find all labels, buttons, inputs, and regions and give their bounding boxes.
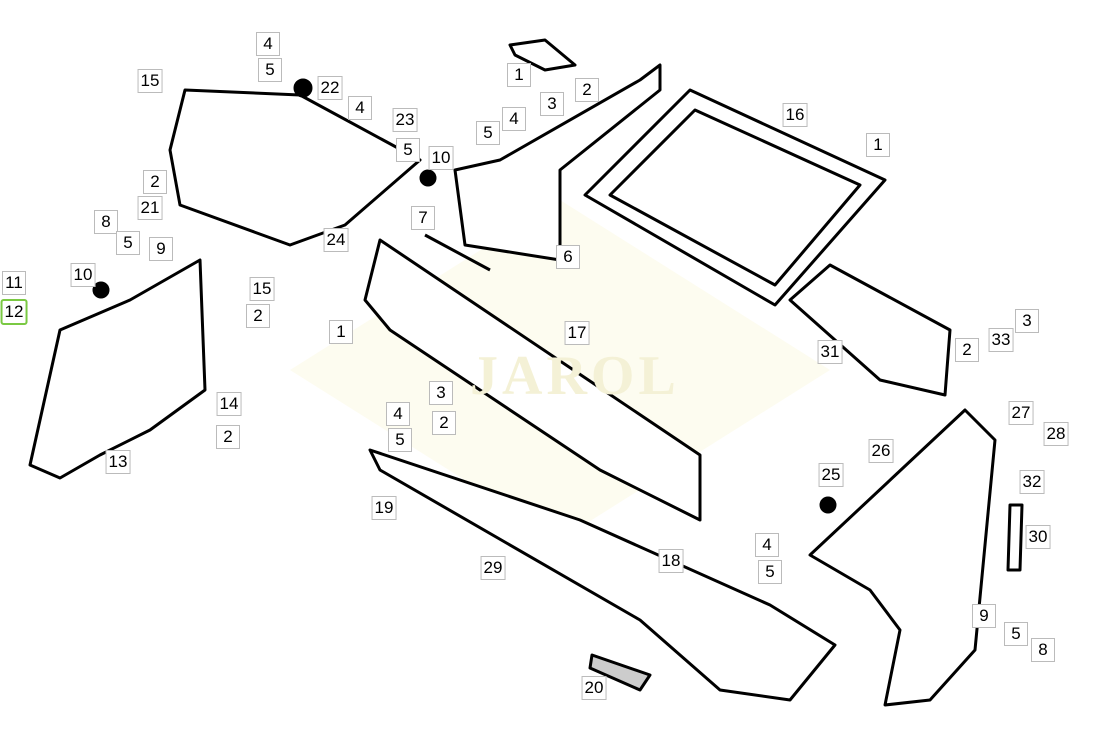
callout-label[interactable]: 5 [258,58,282,82]
part-29-floor [368,448,837,702]
callout-label[interactable]: 2 [216,425,240,449]
callout-label[interactable]: 28 [1043,422,1069,446]
callout-label[interactable]: 4 [386,402,410,426]
callout-label[interactable]: 3 [540,92,564,116]
callout-label[interactable]: 11 [2,271,26,295]
callout-label[interactable]: 3 [429,381,453,405]
callout-label[interactable]: 32 [1019,470,1045,494]
callout-label[interactable]: 1 [866,133,890,157]
callout-label[interactable]: 5 [396,138,420,162]
callout-label[interactable]: 10 [428,146,454,170]
callout-label[interactable]: 2 [432,411,456,435]
callout-label[interactable]: 4 [502,107,526,131]
part-16-frame-inner [608,108,862,287]
callout-label[interactable]: 26 [868,439,894,463]
callout-label[interactable]: 1 [507,63,531,87]
callout-label[interactable]: 6 [556,245,580,269]
watermark: JAROL [470,345,680,407]
callout-label[interactable]: 9 [972,604,996,628]
part-20-grille [588,653,652,692]
part-31-duct [788,263,952,397]
callout-label[interactable]: 20 [581,676,607,700]
callout-label[interactable]: 15 [249,277,275,301]
callout-label[interactable]: 27 [1008,401,1034,425]
part-10-grommet [92,281,110,299]
callout-label[interactable]: 29 [480,556,506,580]
callout-label[interactable]: 18 [658,549,684,573]
part-7-strip [424,233,491,272]
part-10-grommet-2 [419,169,437,187]
callout-label[interactable]: 24 [323,228,349,252]
callout-label[interactable]: 7 [411,206,435,230]
part-30-strip [1006,503,1024,572]
callout-label[interactable]: 15 [137,69,163,93]
callout-label[interactable]: 4 [348,96,372,120]
callout-label[interactable]: 19 [371,496,397,520]
callout-label[interactable]: 2 [575,78,599,102]
callout-label[interactable]: 8 [94,210,118,234]
callout-label[interactable]: 3 [1015,309,1039,333]
callout-label[interactable]: 17 [564,321,590,345]
callout-label[interactable]: 25 [818,463,844,487]
callout-label[interactable]: 21 [137,196,163,220]
callout-label[interactable]: 22 [317,76,343,100]
callout-label[interactable]: 31 [817,340,843,364]
callout-label[interactable]: 16 [782,103,808,127]
callout-label[interactable]: 33 [988,328,1014,352]
callout-label[interactable]: 5 [758,560,782,584]
callout-label[interactable]: 2 [143,170,167,194]
callout-label[interactable]: 2 [955,338,979,362]
callout-label[interactable]: 5 [388,428,412,452]
callout-label[interactable]: 1 [329,320,353,344]
callout-label[interactable]: 5 [476,121,500,145]
part-6-bracket [453,63,662,262]
callout-label[interactable]: 8 [1031,638,1055,662]
callout-label[interactable]: 9 [149,237,173,261]
part-24-panel [168,88,422,247]
callout-label[interactable]: 5 [1004,622,1028,646]
part-25-grommet [819,496,837,514]
part-1-handle [508,38,577,72]
callout-label[interactable]: 23 [392,108,418,132]
part-26-wing [808,408,997,707]
callout-label[interactable]: 10 [70,263,96,287]
part-17-bulkhead [363,238,702,522]
callout-label[interactable]: 14 [216,392,242,416]
callout-label[interactable]: 13 [105,450,131,474]
callout-label[interactable]: 4 [256,32,280,56]
callout-label[interactable]: 30 [1025,525,1051,549]
callout-label[interactable]: 4 [755,533,779,557]
part-22-grommet [293,78,313,98]
part-13-wheel-arch [28,258,207,480]
callout-label[interactable]: 5 [116,231,140,255]
callout-label[interactable]: 12 [0,299,28,325]
callout-label[interactable]: 2 [246,304,270,328]
